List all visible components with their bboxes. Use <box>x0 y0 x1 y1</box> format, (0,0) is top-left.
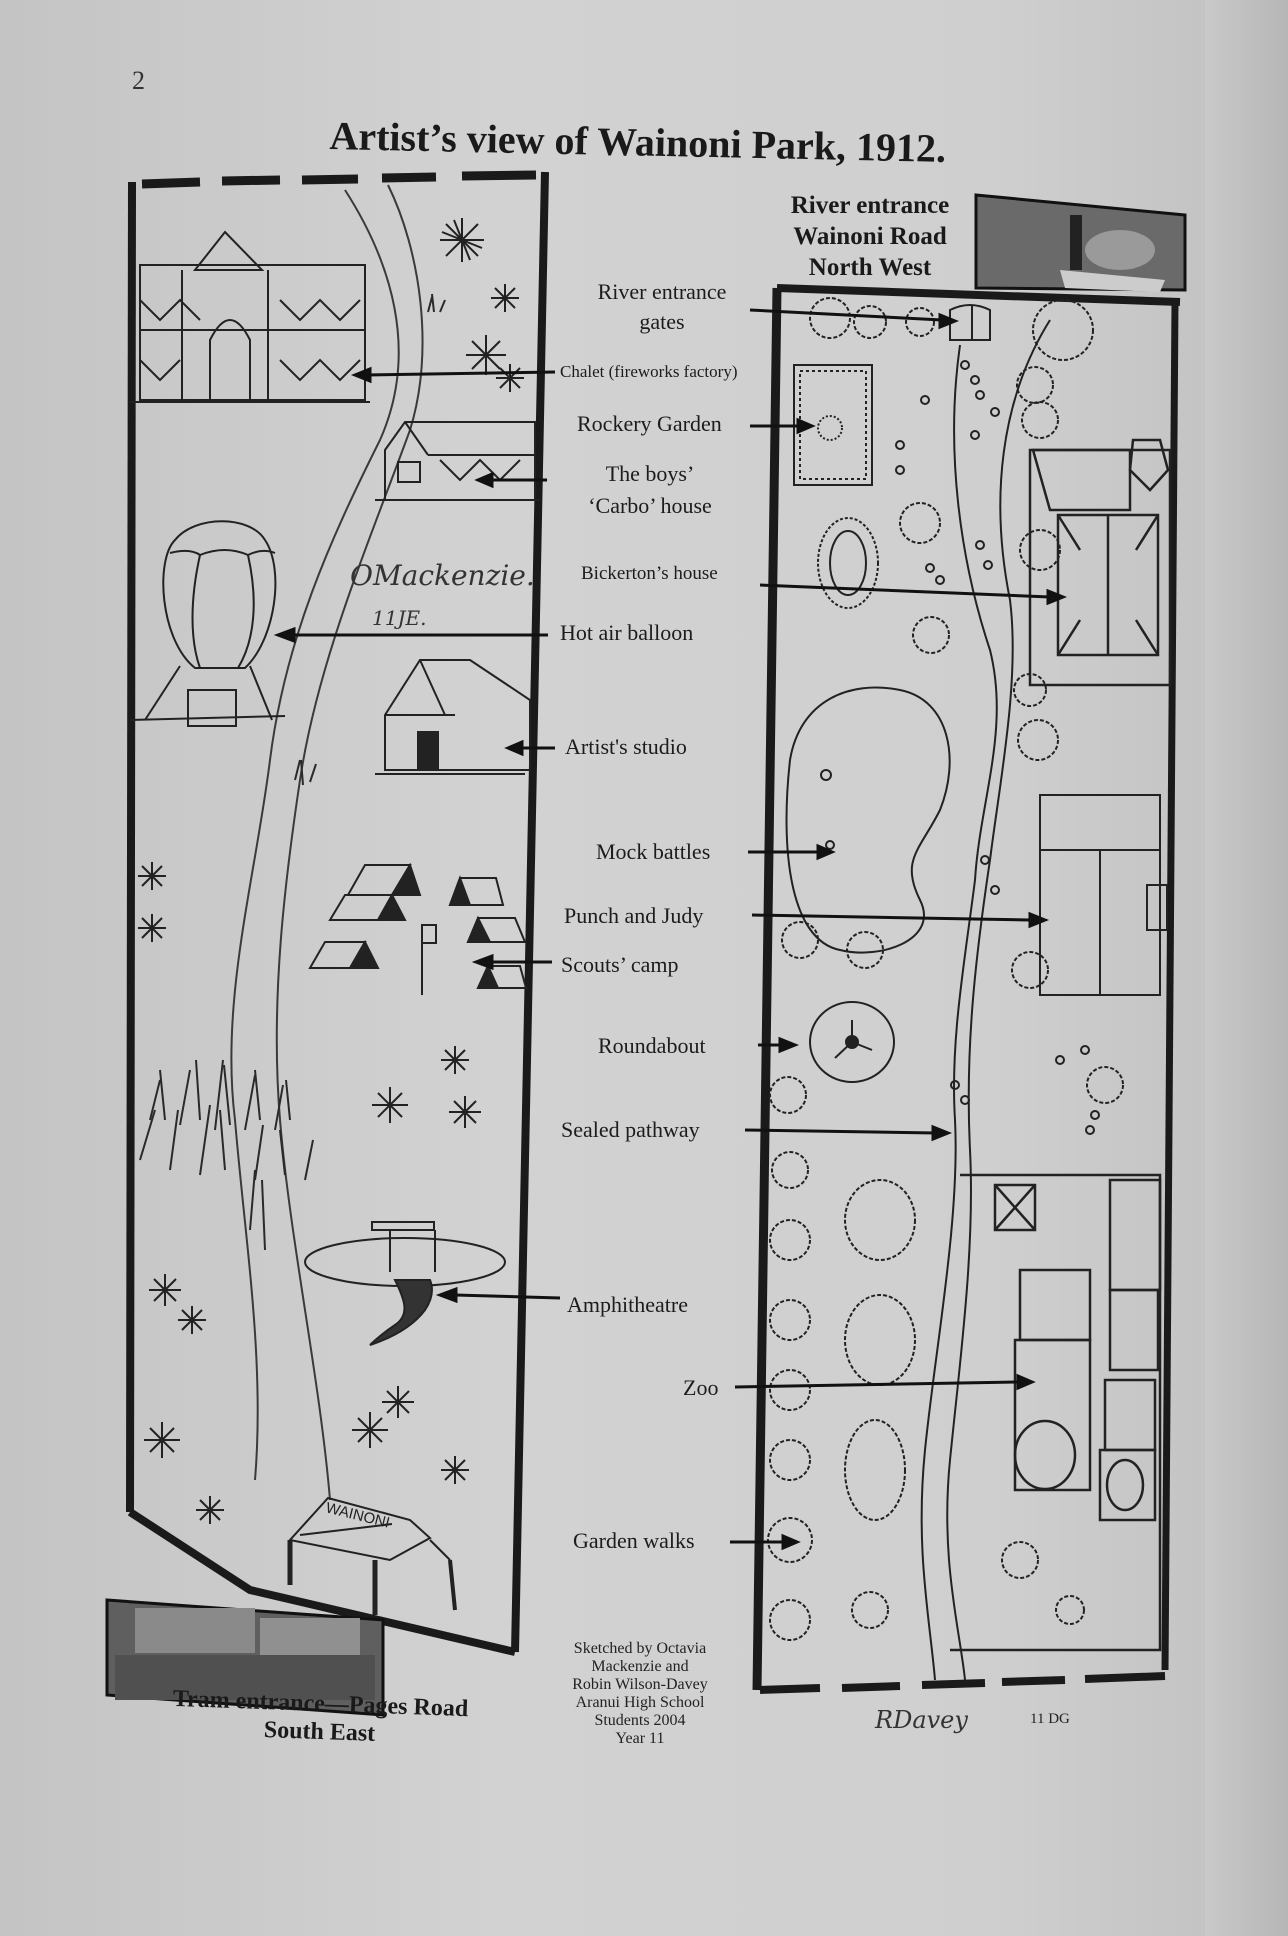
fountain-drawing <box>817 517 879 609</box>
signatures: OMackenzie. 11JE. RDavey 11 DG <box>350 559 1070 1734</box>
left-signature: OMackenzie. <box>350 559 535 592</box>
north-west-entrance-heading: River entrance Wainoni Road North West <box>790 192 950 281</box>
label-garden-walks: Garden walks <box>573 1528 695 1553</box>
page-number: 2 <box>132 66 145 95</box>
artists-studio-drawing <box>375 659 531 775</box>
artist-credit: Sketched by Octavia Mackenzie and Robin … <box>572 1640 708 1747</box>
label-river-entrance-gates: River entrance gates <box>597 279 727 334</box>
hot-air-balloon-drawing <box>129 520 286 727</box>
mock-battles-area <box>785 686 951 954</box>
shrub-icons <box>138 218 524 1524</box>
label-zoo: Zoo <box>683 1375 719 1400</box>
right-class: 11 DG <box>1030 1711 1070 1727</box>
left-panel-border <box>126 170 549 1656</box>
label-amphitheatre: Amphitheatre <box>567 1292 688 1317</box>
label-rockery-garden: Rockery Garden <box>577 411 722 436</box>
right-panel-border <box>752 284 1181 1694</box>
left-path <box>230 184 424 1501</box>
label-mock-battles: Mock battles <box>596 839 711 864</box>
zoo-drawing <box>950 1173 1162 1652</box>
amphitheatre-drawing <box>304 1221 506 1346</box>
label-chalet: Chalet (fireworks factory) <box>560 362 738 381</box>
label-bickertons-house: Bickerton’s house <box>581 563 718 584</box>
wainoni-gate-drawing: WAINONI <box>287 1496 457 1615</box>
label-hot-air-balloon: Hot air balloon <box>560 620 694 645</box>
sealed-pathway-drawing <box>920 319 1051 1681</box>
path-stones <box>895 360 1100 1135</box>
river-photo <box>974 193 1187 292</box>
river-gates-drawing <box>949 304 991 341</box>
left-class: 11JE. <box>372 606 426 630</box>
tram-photo <box>105 1598 385 1717</box>
wainoni-gate-sign: WAINONI <box>324 1499 391 1531</box>
carbo-house-drawing <box>375 421 540 501</box>
reeds-drawing <box>139 293 446 1251</box>
roundabout-drawing <box>809 1001 895 1083</box>
leader-arrows <box>273 308 1068 1551</box>
punch-and-judy-area <box>1039 794 1168 996</box>
next-page-edge <box>1205 0 1288 1936</box>
label-punch-and-judy: Punch and Judy <box>564 903 704 928</box>
label-scouts-camp: Scouts’ camp <box>561 952 679 977</box>
right-signature: RDavey <box>874 1706 968 1734</box>
label-artists-studio: Artist's studio <box>565 734 687 759</box>
bickertons-house-drawing <box>1028 438 1172 687</box>
label-carbo-house: The boys’ ‘Carbo’ house <box>588 461 712 518</box>
label-sealed-pathway: Sealed pathway <box>561 1117 700 1142</box>
tree-canopies <box>767 297 1124 1641</box>
label-roundabout: Roundabout <box>598 1033 706 1058</box>
chalet-drawing <box>130 230 370 403</box>
scouts-camp-drawing <box>308 862 528 995</box>
